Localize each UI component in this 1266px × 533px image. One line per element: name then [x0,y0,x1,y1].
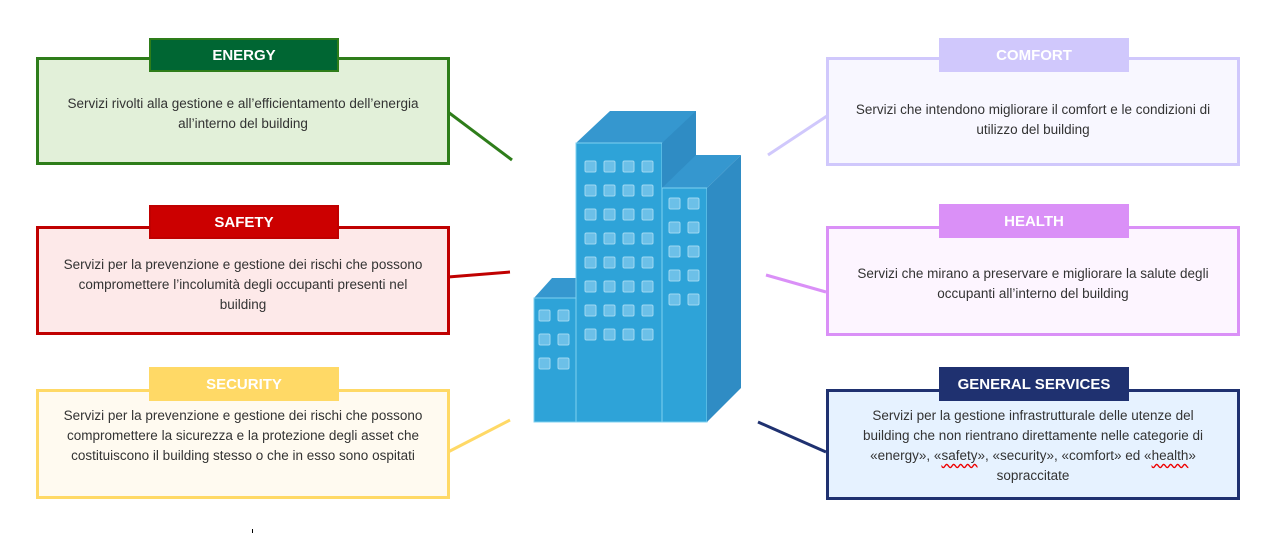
security-connector [447,418,511,454]
stray-mark [252,529,253,533]
energy-description: Servizi rivolti alla gestione e all’effi… [67,96,419,131]
window [603,256,616,269]
window [538,309,551,322]
window [584,184,597,197]
window [641,232,654,245]
window [584,304,597,317]
window [584,208,597,221]
window [603,208,616,221]
comfort-box: Servizi che intendono migliorare il comf… [826,57,1240,166]
window [584,256,597,269]
window [687,245,700,258]
window [668,197,681,210]
comfort-description: Servizi che intendono migliorare il comf… [855,102,1211,137]
window [584,280,597,293]
energy-box: Servizi rivolti alla gestione e all’effi… [36,57,450,165]
window [557,357,570,370]
window [603,328,616,341]
window [622,328,635,341]
general-services-label: GENERAL SERVICES [939,367,1129,401]
window [622,160,635,173]
window [622,280,635,293]
window [668,245,681,258]
general-services-description: Servizi per la gestione infrastrutturale… [829,406,1237,486]
safety-box: Servizi per la prevenzione e gestione de… [36,226,450,335]
general-connector [757,420,827,454]
window [603,280,616,293]
window [641,184,654,197]
health-box: Servizi che mirano a preservare e miglio… [826,226,1240,336]
general-desc-health: health [1151,448,1189,463]
safety-connector [447,270,511,279]
window [641,304,654,317]
health-description: Servizi che mirano a preservare e miglio… [857,266,1209,301]
general-services-box: Servizi per la gestione infrastrutturale… [826,389,1240,500]
window [641,328,654,341]
window [557,309,570,322]
window [622,232,635,245]
window [668,269,681,282]
window [584,232,597,245]
window [603,184,616,197]
window [687,293,700,306]
general-desc-part: » sopraccitate [996,448,1196,483]
energy-label: ENERGY [149,38,339,72]
window [687,269,700,282]
health-label: HEALTH [939,204,1129,238]
safety-description: Servizi per la prevenzione e gestione de… [63,257,423,312]
window [584,160,597,173]
window [584,328,597,341]
window [557,333,570,346]
general-desc-part: Servizi per la gestione infrastrutturale… [863,408,1203,463]
general-desc-safety: safety [941,448,978,463]
window [641,208,654,221]
window [668,221,681,234]
window [538,333,551,346]
window [603,304,616,317]
building-icon [533,111,741,423]
window [622,208,635,221]
comfort-connector [767,112,831,157]
window [603,232,616,245]
window [687,221,700,234]
window [622,184,635,197]
comfort-label: COMFORT [939,38,1129,72]
window [622,304,635,317]
health-connector [765,273,827,294]
safety-label: SAFETY [149,205,339,239]
security-box: Servizi per la prevenzione e gestione de… [36,389,450,499]
window [641,160,654,173]
window [687,197,700,210]
window [538,357,551,370]
window [668,293,681,306]
energy-connector [447,110,513,162]
window [641,280,654,293]
window [603,160,616,173]
window [622,256,635,269]
general-desc-part: », «security», «comfort» ed « [977,448,1152,463]
security-description: Servizi per la prevenzione e gestione de… [63,408,423,463]
window [641,256,654,269]
security-label: SECURITY [149,367,339,401]
